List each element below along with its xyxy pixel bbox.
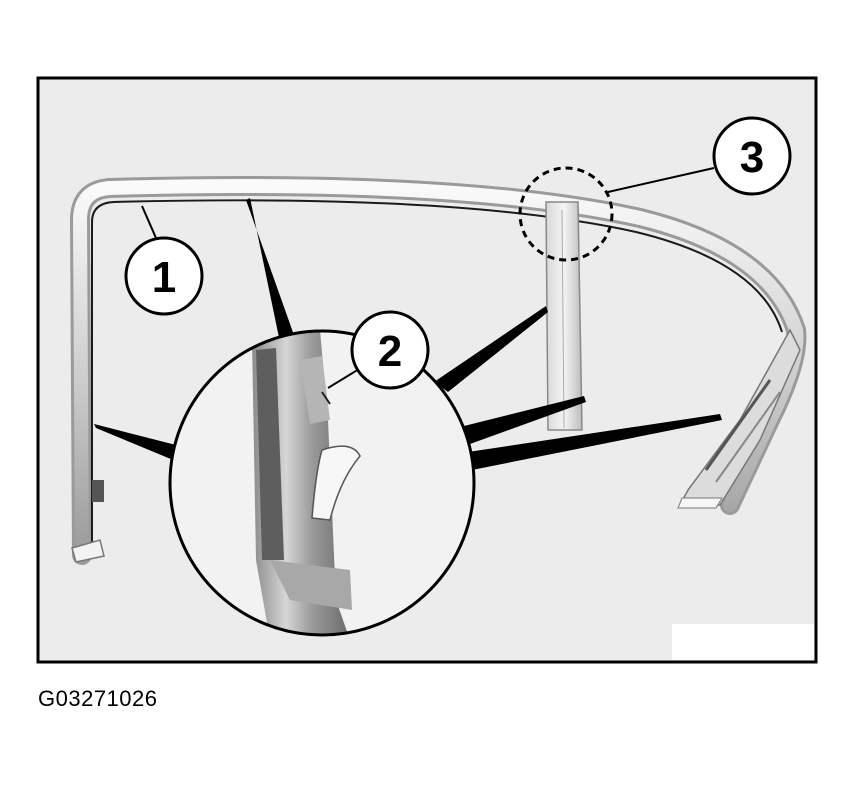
callout-2-circle <box>350 310 430 390</box>
frame-corner-patch <box>672 624 814 660</box>
callout-2-number: 2 <box>378 327 402 376</box>
callout-2: 2 <box>350 310 430 390</box>
detail-magnifier <box>168 329 476 637</box>
left-trim-end <box>71 480 105 563</box>
center-pillar-trim <box>545 201 583 431</box>
callout-1-circle <box>124 236 204 316</box>
detail-leader-wedges <box>94 198 722 470</box>
callout-3-highlight-circle <box>518 166 614 262</box>
callout-3: 3 <box>712 116 792 196</box>
right-trim-end <box>677 328 801 509</box>
figure-id-label: G03271026 <box>38 686 158 711</box>
callout-3-circle <box>712 116 792 196</box>
callout-1: 1 <box>124 236 204 316</box>
callout-3-number: 3 <box>740 133 764 182</box>
outer-trim-strip <box>70 176 807 565</box>
callout-1-number: 1 <box>152 253 176 302</box>
